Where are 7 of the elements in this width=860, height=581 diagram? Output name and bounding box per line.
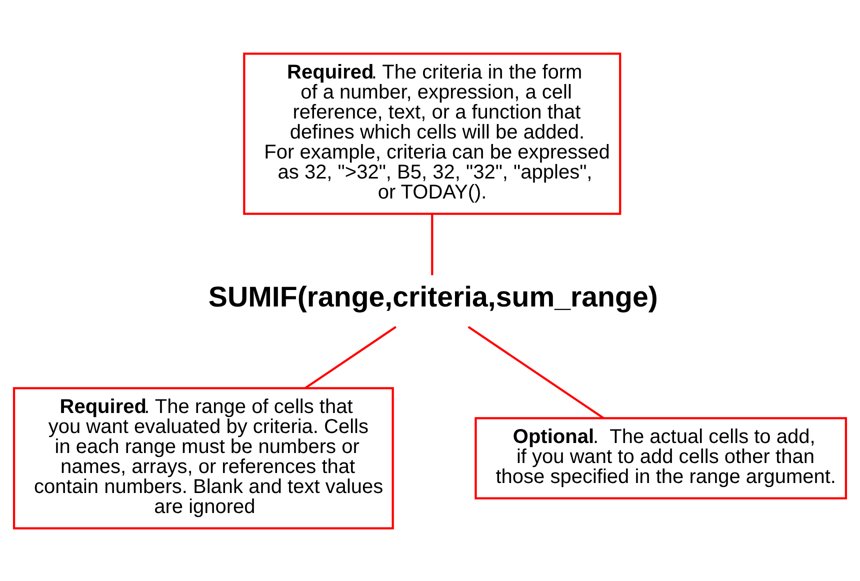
node-text: SUMIF(range,criteria,sum_range)	[208, 281, 658, 314]
node-box: Required. The range of cells that you want evaluated by criteria. Cells in each range must be numbers or names, arrays, or references that contain numbers. Blank and text values are ignored	[12, 386, 394, 529]
connector	[304, 326, 396, 389]
node-box: Optional. The actual cells to add, if you want to add cells other than those specified in the range argument.	[474, 416, 848, 499]
connector	[468, 326, 604, 418]
connector	[431, 214, 434, 275]
node-box: Required. The criteria in the form of a number, expression, a cell reference, text, or a function that defines which cells will be added. For example, criteria can be expressed as 32, ">32", B5, 32, "32", "apples", or TODAY().	[243, 52, 622, 214]
